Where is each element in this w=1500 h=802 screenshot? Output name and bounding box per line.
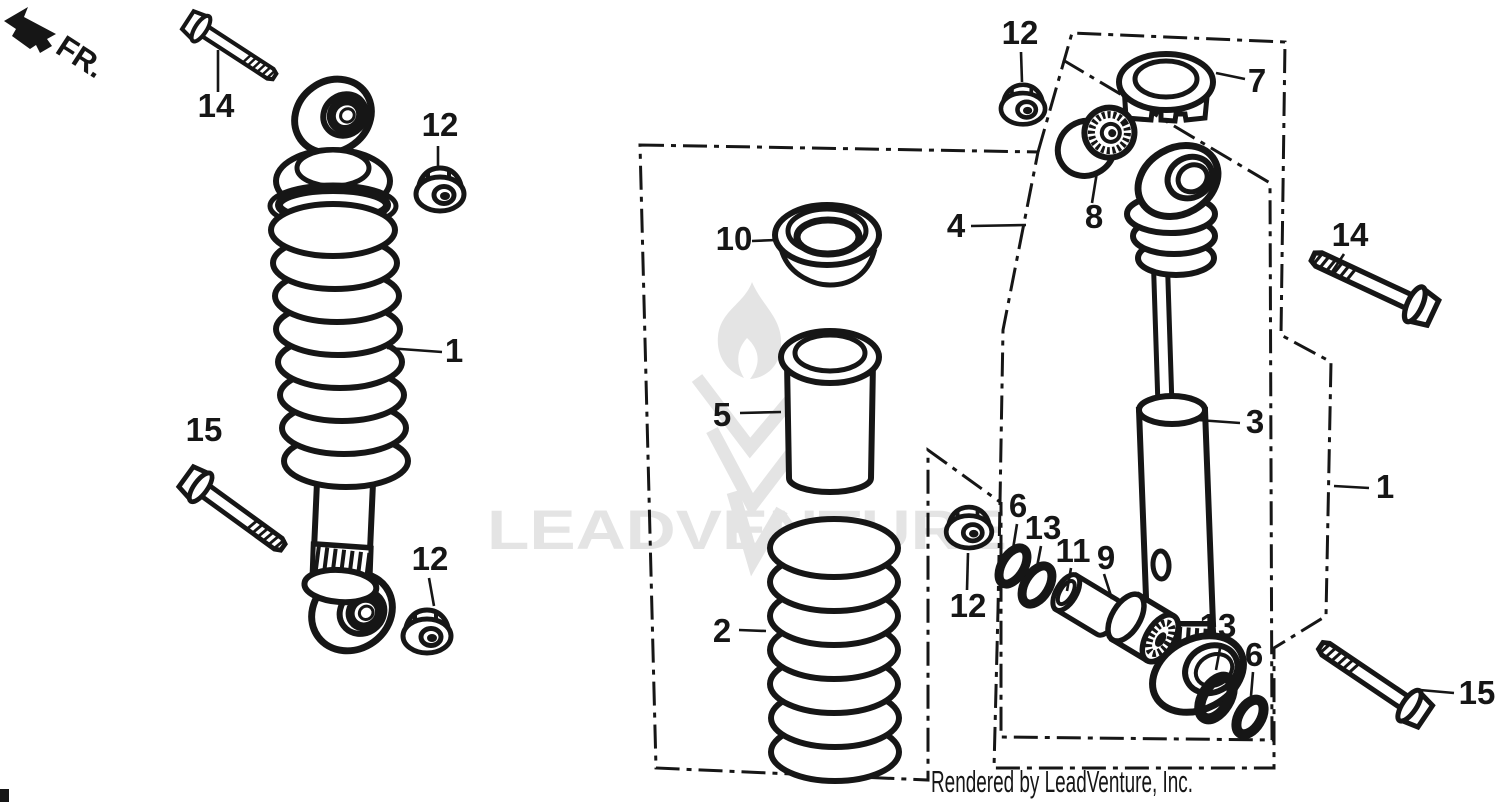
callout-12-mid-right: 12 <box>950 587 987 624</box>
callout-14-left: 14 <box>198 87 235 124</box>
callout-labels: 14 12 1 15 12 10 5 2 4 12 7 8 14 3 1 6 1… <box>186 14 1496 711</box>
fr-label: FR. <box>50 29 111 86</box>
damper-upper-eyelet <box>1134 142 1222 220</box>
bushing-9 <box>1105 591 1182 665</box>
flange-bolt-15-right <box>1311 631 1436 731</box>
leader-line <box>427 577 436 607</box>
logo-chevron-watermark <box>726 490 788 577</box>
spring-group-outline <box>638 143 1040 782</box>
spring-guide-5 <box>778 328 882 495</box>
flange-bolt-14-right <box>1305 240 1441 330</box>
seal-6-upper <box>994 543 1032 589</box>
leader-line <box>1011 523 1019 550</box>
callout-4: 4 <box>947 207 966 244</box>
callout-15-left: 15 <box>186 411 223 448</box>
fr-arrow-icon <box>4 7 56 53</box>
callout-11: 11 <box>1056 532 1091 569</box>
callout-1-right: 1 <box>1376 468 1394 505</box>
damper-subassembly-outline <box>999 58 1274 742</box>
damper-assembly-right <box>994 51 1269 740</box>
callout-3: 3 <box>1246 403 1264 440</box>
spring-seat-10 <box>772 202 882 288</box>
logo-chevron-watermark <box>691 374 797 459</box>
bushing-8 <box>1054 104 1138 179</box>
flange-nut-12-upper-right <box>1001 85 1045 125</box>
flange-nut-12-mid-right <box>946 507 992 548</box>
callout-12-upper-left: 12 <box>422 106 459 143</box>
leader-line <box>1019 51 1024 83</box>
watermark: LEADVENTURE <box>487 282 1007 577</box>
upper-eyelet <box>291 75 375 157</box>
callout-7: 7 <box>1248 62 1266 99</box>
callout-14-right: 14 <box>1332 216 1369 253</box>
damper-body-3 <box>1135 393 1218 655</box>
seal-13-upper <box>1017 561 1057 609</box>
leader-line <box>1215 71 1246 81</box>
leader-line <box>1214 642 1223 671</box>
fr-direction-indicator: FR. <box>4 7 111 85</box>
page-edge-mark <box>0 789 9 802</box>
callout-2: 2 <box>713 612 731 649</box>
leader-line <box>1090 171 1099 204</box>
callout-12-lower-left: 12 <box>412 540 449 577</box>
callout-6-upper: 6 <box>1009 487 1027 524</box>
leader-line <box>965 552 970 591</box>
leader-line <box>739 410 782 415</box>
callout-12-upper-right: 12 <box>1002 14 1039 51</box>
callout-13-upper: 13 <box>1025 509 1062 546</box>
seal-6-lower <box>1231 694 1269 740</box>
outer-assembly-outline <box>992 31 1333 770</box>
leader-lines <box>216 50 1455 697</box>
callout-13-lower: 13 <box>1200 607 1237 644</box>
leader-line <box>751 238 777 243</box>
callout-1-left: 1 <box>445 332 463 369</box>
leader-line <box>1333 484 1370 490</box>
logo-chevron-watermark <box>706 426 806 517</box>
callout-6-lower: 6 <box>1245 636 1263 673</box>
callout-15-right: 15 <box>1459 674 1496 711</box>
leader-line <box>738 628 767 633</box>
assembly-outlines <box>638 31 1333 782</box>
callout-10: 10 <box>716 220 753 257</box>
flange-nut-12-lower-left <box>403 610 451 653</box>
watermark-text: LEADVENTURE <box>487 498 1007 561</box>
leader-line <box>1249 671 1255 697</box>
assembled-coil-spring <box>268 201 411 490</box>
callout-8: 8 <box>1085 198 1103 235</box>
flange-nut-12-upper-left <box>416 168 464 211</box>
leader-line <box>386 346 443 354</box>
leader-line <box>1330 253 1346 273</box>
footer-credit: Rendered by LeadVenture, Inc. <box>931 764 1193 799</box>
damper-lower-eyelet <box>1149 632 1247 716</box>
leader-line <box>1419 688 1455 695</box>
callout-5: 5 <box>713 396 731 433</box>
leader-line <box>970 223 1027 228</box>
leader-line <box>1197 418 1241 425</box>
flange-bolt-15-left <box>176 463 293 561</box>
leader-line <box>1034 545 1043 573</box>
collar-7 <box>1116 51 1216 124</box>
shock-absorber-assembly-left <box>267 75 411 655</box>
coil-spring-2 <box>767 516 902 784</box>
flame-logo-watermark <box>717 282 782 379</box>
flange-bolt-14-left <box>180 8 283 89</box>
callout-9: 9 <box>1097 539 1115 576</box>
seal-13-lower <box>1194 671 1238 725</box>
leader-line <box>1065 567 1073 592</box>
leader-line <box>1102 573 1114 600</box>
